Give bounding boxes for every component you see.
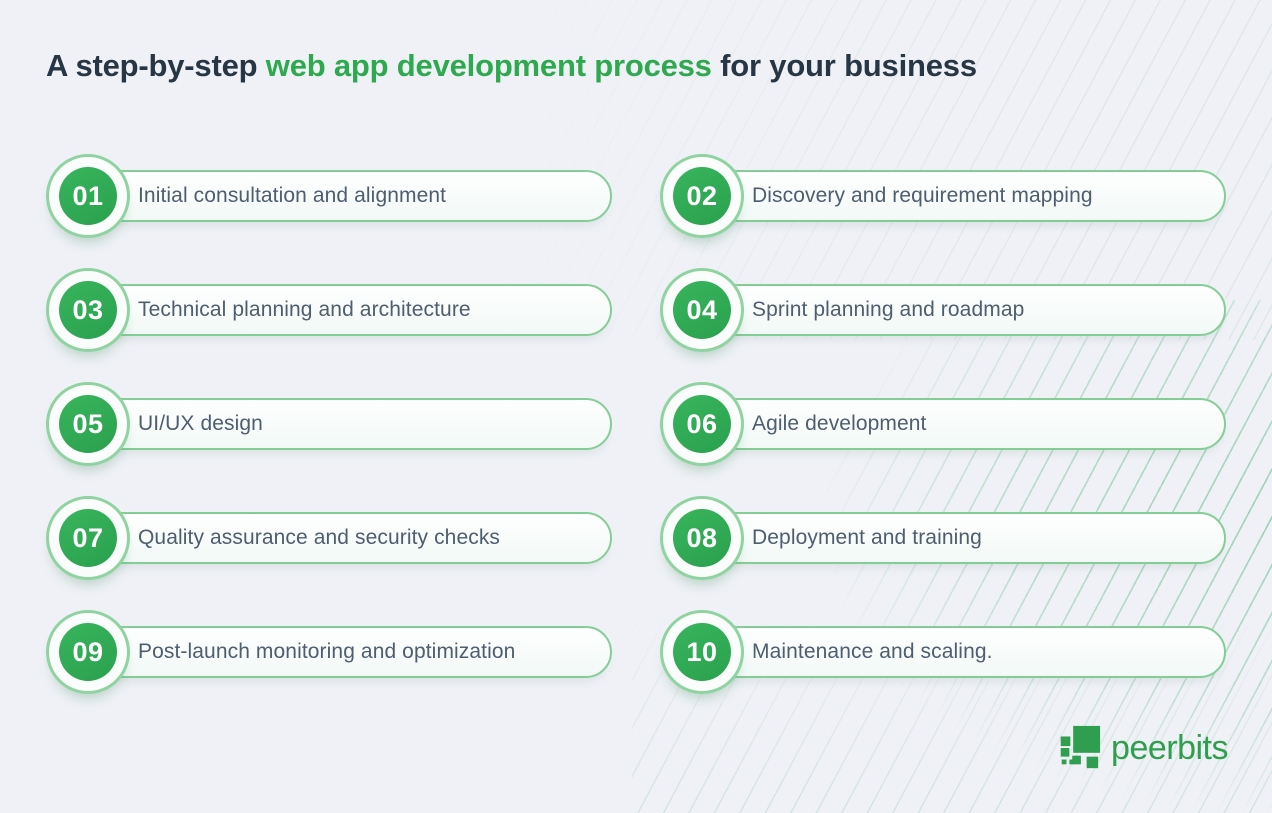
step-label: Initial consultation and alignment <box>138 184 447 207</box>
step-pill: Maintenance and scaling. <box>700 626 1226 678</box>
title-highlight: web app development process <box>265 48 712 83</box>
step-number: 01 <box>59 167 117 225</box>
step-label: Agile development <box>752 412 927 435</box>
step-pill: Post-launch monitoring and optimization <box>86 626 612 678</box>
step-item-10: Maintenance and scaling. 10 <box>660 610 1226 694</box>
steps-grid: Initial consultation and alignment 01 Di… <box>46 154 1226 694</box>
step-number: 05 <box>59 395 117 453</box>
step-pill: Technical planning and architecture <box>86 284 612 336</box>
step-number-badge: 04 <box>660 268 744 352</box>
peerbits-mark-icon <box>1060 725 1101 769</box>
brand-name: peerbits <box>1111 728 1228 767</box>
step-pill: Agile development <box>700 398 1226 450</box>
step-number: 07 <box>59 509 117 567</box>
step-label: Quality assurance and security checks <box>138 526 501 549</box>
step-pill: Quality assurance and security checks <box>86 512 612 564</box>
step-item-01: Initial consultation and alignment 01 <box>46 154 612 238</box>
step-pill: Discovery and requirement mapping <box>700 170 1226 222</box>
step-item-05: UI/UX design 05 <box>46 382 612 466</box>
step-label: Maintenance and scaling. <box>752 640 993 663</box>
step-number-badge: 08 <box>660 496 744 580</box>
step-item-08: Deployment and training 08 <box>660 496 1226 580</box>
step-label: UI/UX design <box>138 412 263 435</box>
step-number-badge: 07 <box>46 496 130 580</box>
brand-logo: peerbits <box>1054 724 1228 772</box>
step-number: 02 <box>673 167 731 225</box>
step-number-badge: 02 <box>660 154 744 238</box>
title-suffix: for your business <box>711 48 977 83</box>
step-number-badge: 09 <box>46 610 130 694</box>
step-pill: Initial consultation and alignment <box>86 170 612 222</box>
step-number-badge: 06 <box>660 382 744 466</box>
step-label: Sprint planning and roadmap <box>752 298 1025 321</box>
step-number: 06 <box>673 395 731 453</box>
step-item-03: Technical planning and architecture 03 <box>46 268 612 352</box>
step-label: Post-launch monitoring and optimization <box>138 640 516 663</box>
title-prefix: A step-by-step <box>46 48 266 83</box>
step-number: 09 <box>59 623 117 681</box>
step-number: 08 <box>673 509 731 567</box>
step-pill: Sprint planning and roadmap <box>700 284 1226 336</box>
step-number: 04 <box>673 281 731 339</box>
step-item-09: Post-launch monitoring and optimization … <box>46 610 612 694</box>
step-item-06: Agile development 06 <box>660 382 1226 466</box>
step-item-07: Quality assurance and security checks 07 <box>46 496 612 580</box>
step-pill: UI/UX design <box>86 398 612 450</box>
step-item-02: Discovery and requirement mapping 02 <box>660 154 1226 238</box>
step-number: 03 <box>59 281 117 339</box>
step-label: Deployment and training <box>752 526 982 549</box>
step-number-badge: 01 <box>46 154 130 238</box>
step-pill: Deployment and training <box>700 512 1226 564</box>
step-number: 10 <box>673 623 731 681</box>
step-number-badge: 03 <box>46 268 130 352</box>
step-item-04: Sprint planning and roadmap 04 <box>660 268 1226 352</box>
page-title: A step-by-step web app development proce… <box>46 48 977 84</box>
step-number-badge: 05 <box>46 382 130 466</box>
step-label: Technical planning and architecture <box>138 298 471 321</box>
step-label: Discovery and requirement mapping <box>752 184 1093 207</box>
step-number-badge: 10 <box>660 610 744 694</box>
